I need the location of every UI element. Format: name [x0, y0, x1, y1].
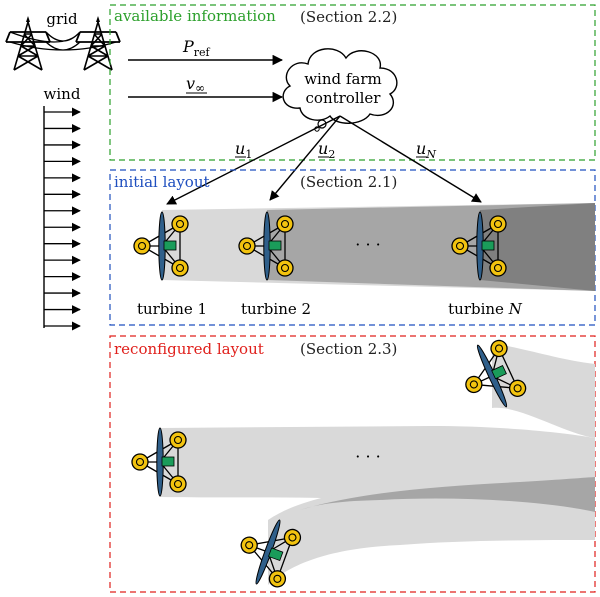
p-ref-label: Pref [182, 37, 211, 59]
controller-label-line2: controller [306, 89, 382, 107]
initial-layout-title: initial layout [114, 173, 210, 191]
uN-label: uN [416, 139, 436, 161]
grid-icon [5, 15, 121, 71]
controller-label-line1: wind farm [304, 70, 382, 88]
available-information-box [109, 4, 596, 161]
wake-turbine-N [480, 203, 595, 291]
available-information-ref: (Section 2.2) [300, 8, 397, 26]
u1-label: u1 [235, 139, 252, 161]
available-information-title: available information [114, 7, 276, 25]
uN-arrow [339, 115, 482, 203]
u2-arrow [269, 115, 341, 201]
u1-arrow [166, 115, 341, 205]
reconfigured-layout-title: reconfigured layout [114, 340, 264, 358]
ellipsis-reconfigured: · · · [355, 447, 380, 466]
wind-profile [43, 106, 81, 331]
cloud-icon [282, 48, 398, 124]
grid-label: grid [46, 10, 78, 28]
reconfigured-layout-ref: (Section 2.3) [300, 340, 397, 358]
wake-overlap [300, 477, 595, 512]
turbine-1-label: turbine 1 [137, 300, 207, 318]
ellipsis-initial: · · · [355, 235, 380, 254]
turbine-icon [131, 427, 187, 497]
wake-reconfigured-low [268, 477, 595, 585]
initial-layout-ref: (Section 2.1) [300, 173, 397, 191]
wake-reconfigured-top [492, 343, 595, 438]
wind-label: wind [44, 85, 81, 103]
turbine-icon [133, 211, 189, 281]
turbine-2-label: turbine 2 [241, 300, 311, 318]
v-inf-label: v∞ [186, 74, 205, 95]
turbine-N-label: turbine N [448, 300, 523, 318]
u2-label: u2 [318, 139, 335, 161]
